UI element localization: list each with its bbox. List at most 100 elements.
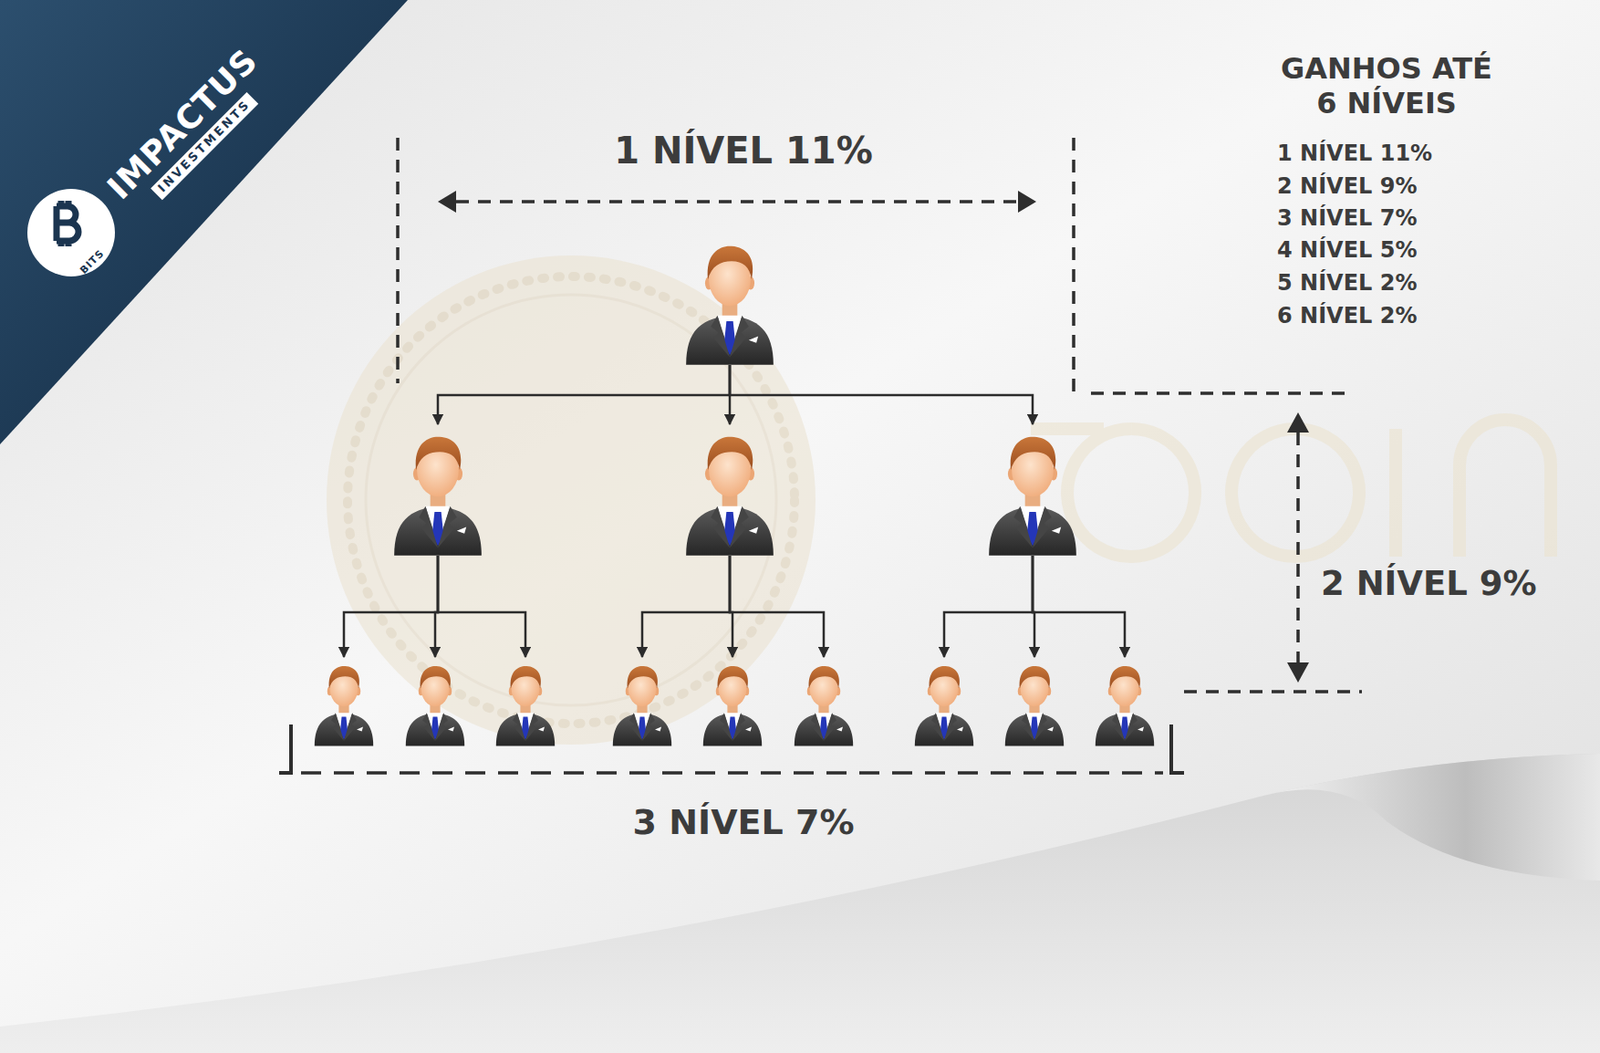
level2-span-arrow xyxy=(1296,432,1300,663)
person-figure xyxy=(912,658,977,747)
hair xyxy=(707,436,754,470)
level-rate: 2 NÍVEL 9% xyxy=(1277,173,1417,200)
person-figure xyxy=(403,658,468,747)
level2-top-guide xyxy=(1090,391,1352,395)
chart-heading: GANHOS ATÉ 6 NÍVEIS xyxy=(1272,51,1501,122)
suit xyxy=(914,712,974,746)
level-rate: 3 NÍVEL 7% xyxy=(1277,205,1417,232)
lapel xyxy=(525,712,539,741)
hair xyxy=(809,665,840,689)
suit xyxy=(1005,712,1064,746)
lapel xyxy=(931,712,945,741)
person-icon xyxy=(912,658,977,747)
level-caption: 2 NÍVEL 9% xyxy=(1320,563,1538,604)
level3-span-line xyxy=(301,770,1164,775)
lapel xyxy=(422,712,436,741)
suit xyxy=(988,506,1077,556)
person-figure xyxy=(493,658,558,747)
person-figure xyxy=(682,235,778,365)
suit xyxy=(394,506,482,556)
pocket-square xyxy=(538,727,545,732)
suit xyxy=(794,712,853,746)
lapel xyxy=(729,506,749,549)
level-rate: 1 NÍVEL 11% xyxy=(1277,140,1433,167)
lapel xyxy=(729,315,749,358)
hair xyxy=(717,665,749,689)
suit xyxy=(1095,712,1154,746)
lapel xyxy=(343,712,357,741)
tree-connector xyxy=(642,555,730,657)
page-curl xyxy=(1263,753,1600,881)
tree-connector xyxy=(944,555,1033,657)
tree-connector xyxy=(437,555,526,657)
person-figure xyxy=(1002,658,1067,747)
lapel xyxy=(512,712,526,741)
tree-connector xyxy=(729,364,1033,425)
hair xyxy=(929,665,960,689)
arrowhead xyxy=(1018,190,1037,213)
level-caption: 1 NÍVEL 11% xyxy=(613,128,873,173)
coin-rim xyxy=(365,294,777,706)
person-icon xyxy=(985,425,1081,556)
logo-badge xyxy=(27,188,115,277)
lapel xyxy=(418,506,438,549)
pocket-square xyxy=(457,527,467,534)
level1-span-arrow xyxy=(456,199,1019,204)
tree-connector xyxy=(437,364,730,425)
person-icon xyxy=(682,235,778,365)
hair xyxy=(420,665,451,689)
suit xyxy=(314,712,374,746)
page-curl-shadow xyxy=(0,753,1600,1053)
lapel xyxy=(437,506,458,549)
person-figure xyxy=(985,425,1081,556)
level-rate: 4 NÍVEL 5% xyxy=(1277,237,1417,264)
tree-connector xyxy=(1032,555,1125,657)
person-figure xyxy=(700,658,765,747)
pocket-square xyxy=(1051,527,1061,534)
level1-bracket-left xyxy=(395,137,400,384)
pocket-square xyxy=(836,727,843,732)
person-figure xyxy=(390,425,486,556)
person-icon xyxy=(1092,658,1157,747)
arrowhead xyxy=(1287,662,1310,683)
lapel xyxy=(331,712,344,741)
pocket-square xyxy=(654,727,662,732)
suit xyxy=(703,712,762,746)
person-icon xyxy=(791,658,856,747)
level2-bottom-guide xyxy=(1184,689,1362,694)
suit xyxy=(496,712,555,746)
hair xyxy=(415,436,462,470)
person-icon xyxy=(1002,658,1067,747)
hair xyxy=(707,246,754,280)
lapel xyxy=(642,712,655,741)
person-icon xyxy=(403,658,468,747)
lapel xyxy=(710,506,730,549)
bitcoin-symbol xyxy=(56,200,79,247)
lapel xyxy=(732,712,746,741)
lapel xyxy=(1111,712,1125,741)
tree-connector xyxy=(729,555,824,657)
logo-circle xyxy=(27,188,115,277)
hair xyxy=(627,665,658,689)
person-icon xyxy=(610,658,675,747)
person-figure xyxy=(610,658,675,747)
pocket-square xyxy=(1137,727,1144,732)
lapel xyxy=(435,712,448,741)
arrowhead xyxy=(1287,412,1310,433)
person-icon xyxy=(390,425,486,556)
lapel xyxy=(719,712,733,741)
pocket-square xyxy=(748,336,759,343)
person-figure xyxy=(682,425,778,556)
lapel xyxy=(1021,712,1035,741)
coin-disc xyxy=(326,255,816,745)
person-figure xyxy=(311,658,376,747)
level-rate: 6 NÍVEL 2% xyxy=(1277,302,1417,330)
coin-dots xyxy=(347,276,795,724)
pocket-square xyxy=(748,527,759,534)
level3-bracket-left xyxy=(279,724,291,773)
arrowhead xyxy=(437,190,457,213)
hair xyxy=(329,665,360,689)
pocket-square xyxy=(956,727,964,732)
